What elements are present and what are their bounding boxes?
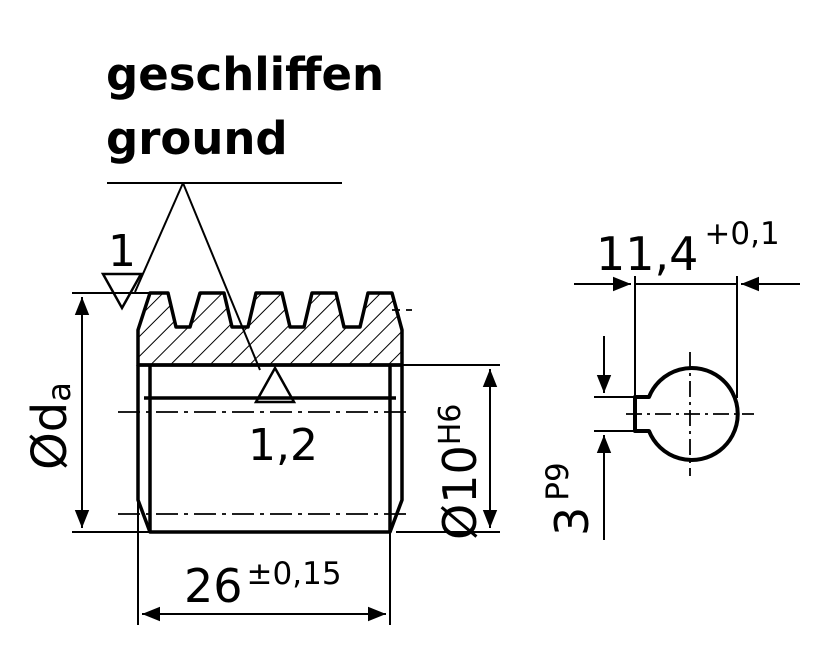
- roughness-symbol-bore: [253, 365, 297, 404]
- keyway-width-dimension: [594, 336, 635, 540]
- keyway-center-lines: [626, 352, 754, 476]
- outer-diameter-label: Øda: [22, 382, 78, 470]
- roughness-symbol-flank: [100, 272, 144, 311]
- roughness-flank-label: 1: [108, 226, 136, 277]
- center-lines: [118, 411, 412, 515]
- roughness-bore-label: 1,2: [248, 420, 318, 471]
- ground-note-german: geschliffen: [106, 48, 385, 101]
- keyway-depth-dimension: [574, 276, 800, 398]
- worm-section-view: [118, 291, 412, 534]
- length-label: 26±0,15: [184, 556, 342, 613]
- ground-note-english: ground: [106, 112, 288, 165]
- length-dimension: [137, 500, 391, 625]
- bore-diameter-dimension: [396, 364, 500, 533]
- tooth-ring-hatch: [136, 291, 404, 367]
- bore-diameter-label: Ø10H6: [433, 404, 487, 540]
- keyway-bore-outline: [633, 366, 740, 462]
- keyway-width-label: 3P9: [540, 462, 599, 536]
- keyway-depth-label: 11,4+0,1: [596, 216, 780, 281]
- keyway-end-view: [626, 352, 754, 476]
- body-outline: [136, 363, 404, 534]
